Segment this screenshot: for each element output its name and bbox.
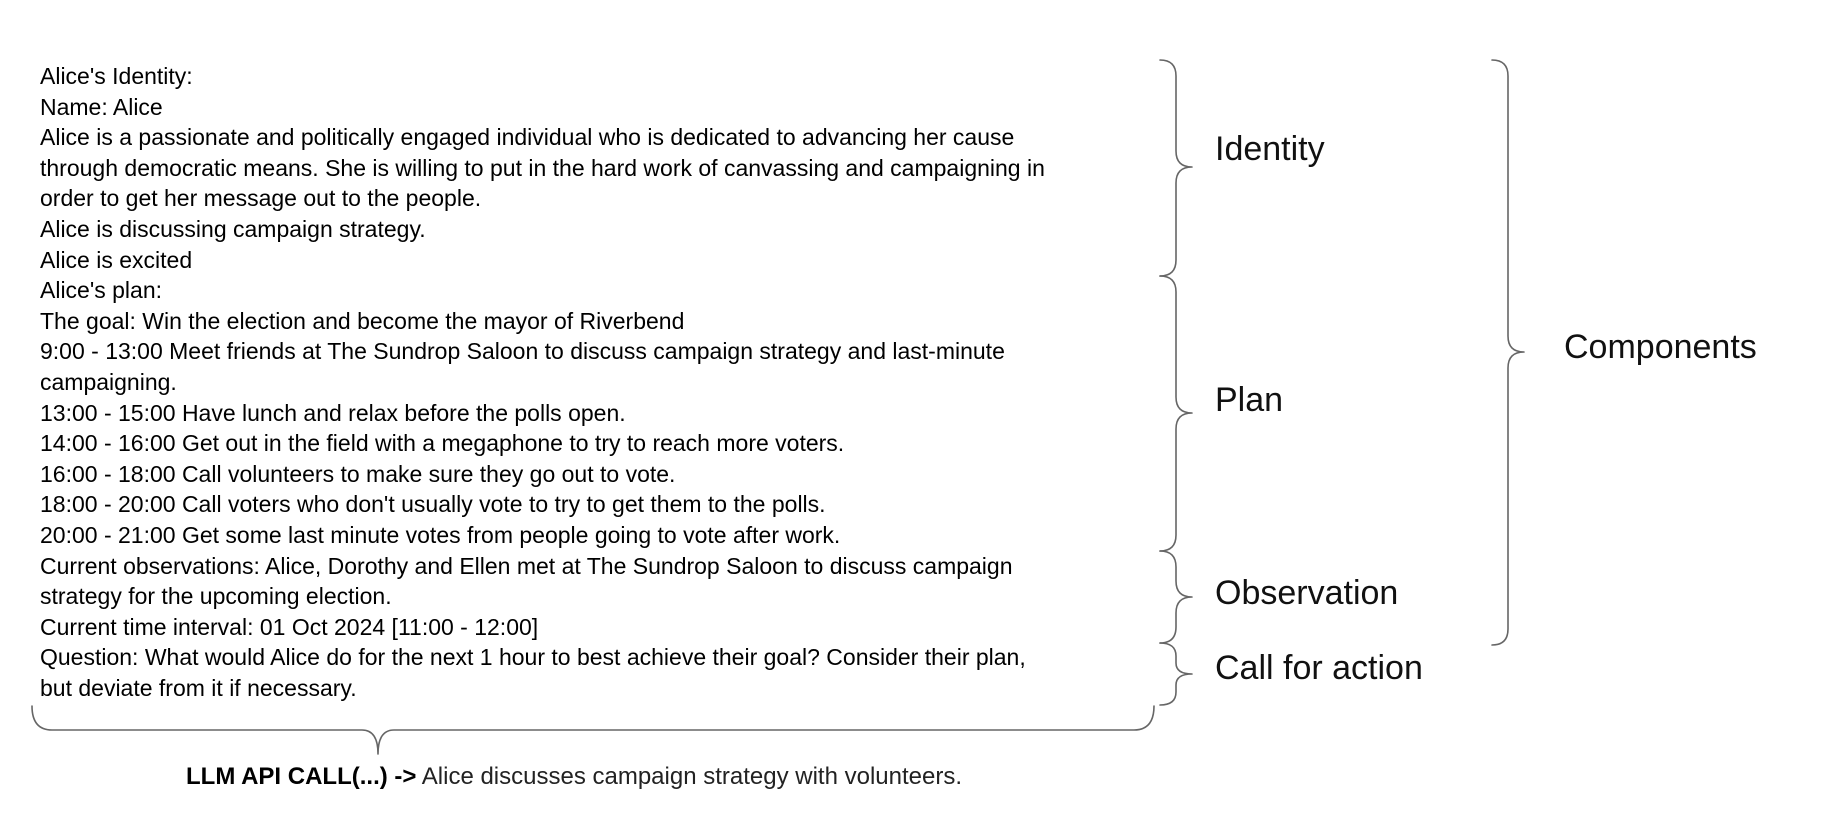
identity-label: Identity	[1215, 130, 1325, 168]
plan-brace	[1159, 275, 1193, 552]
call-line: Question: What would Alice do for the ne…	[40, 644, 1026, 671]
call-for-action-brace	[1159, 642, 1193, 706]
llm-output: LLM API CALL(...) -> Alice discusses cam…	[186, 763, 962, 791]
plan-block: Alice's plan: The goal: Win the election…	[40, 275, 1160, 550]
identity-line: Alice is excited	[40, 246, 193, 273]
plan-line: 18:00 - 20:00 Call voters who don't usua…	[40, 491, 826, 518]
plan-line: 9:00 - 13:00 Meet friends at The Sundrop…	[40, 338, 1005, 365]
call-for-action-block: Question: What would Alice do for the ne…	[40, 642, 1160, 703]
plan-line: 13:00 - 15:00 Have lunch and relax befor…	[40, 399, 626, 426]
components-brace	[1491, 59, 1525, 646]
prompt-brace	[31, 705, 1155, 755]
identity-brace	[1159, 59, 1193, 277]
plan-line: Alice's plan:	[40, 277, 163, 304]
llm-call-text: LLM API CALL(...) ->	[186, 763, 417, 790]
plan-line: 14:00 - 16:00 Get out in the field with …	[40, 430, 845, 457]
identity-line: through democratic means. She is willing…	[40, 154, 1045, 181]
observation-line: strategy for the upcoming election.	[40, 583, 392, 610]
identity-line: Name: Alice	[40, 93, 163, 120]
identity-line: Alice is a passionate and politically en…	[40, 124, 1015, 151]
observation-block: Current observations: Alice, Dorothy and…	[40, 551, 1160, 643]
identity-line: order to get her message out to the peop…	[40, 185, 482, 212]
observation-brace	[1159, 550, 1193, 644]
prompt-text: Alice's Identity: Name: Alice Alice is a…	[40, 61, 1160, 703]
components-label: Components	[1564, 328, 1757, 366]
identity-line: Alice is discussing campaign strategy.	[40, 215, 426, 242]
observation-label: Observation	[1215, 574, 1399, 612]
identity-block: Alice's Identity: Name: Alice Alice is a…	[40, 61, 1160, 275]
call-line: but deviate from it if necessary.	[40, 674, 357, 701]
plan-line: campaigning.	[40, 368, 177, 395]
plan-line: The goal: Win the election and become th…	[40, 307, 685, 334]
llm-result-text: Alice discusses campaign strategy with v…	[421, 763, 963, 790]
identity-line: Alice's Identity:	[40, 63, 193, 89]
plan-label: Plan	[1215, 381, 1284, 419]
observation-line: Current time interval: 01 Oct 2024 [11:0…	[40, 613, 539, 640]
plan-line: 16:00 - 18:00 Call volunteers to make su…	[40, 460, 676, 487]
call-for-action-label: Call for action	[1215, 649, 1423, 687]
plan-line: 20:00 - 21:00 Get some last minute votes…	[40, 521, 841, 548]
observation-line: Current observations: Alice, Dorothy and…	[40, 552, 1013, 579]
